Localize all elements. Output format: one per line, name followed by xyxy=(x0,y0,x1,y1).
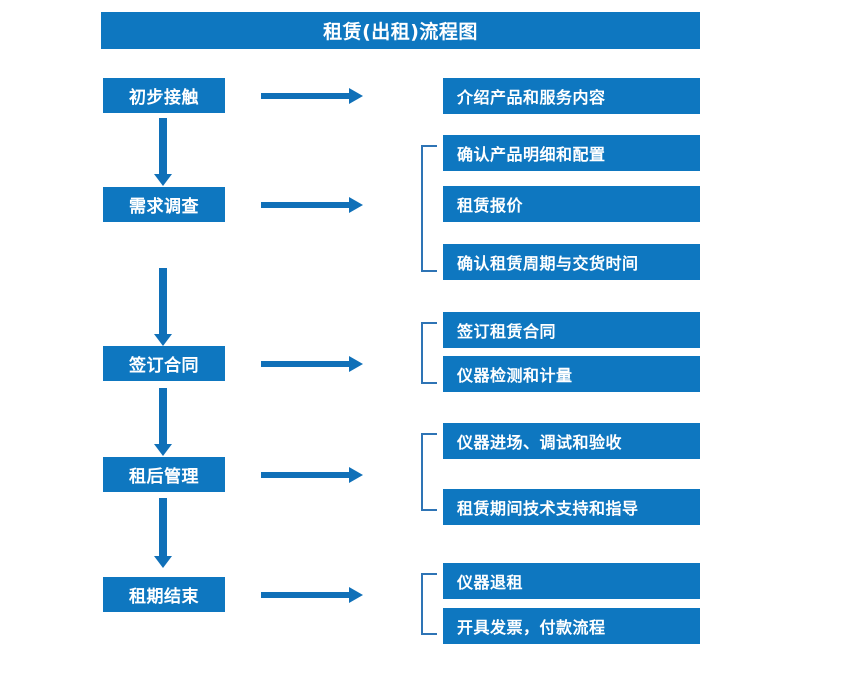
detail-box-g3-2[interactable]: 仪器检测和计量 xyxy=(443,356,700,392)
detail-box-g2-3[interactable]: 确认租赁周期与交货时间 xyxy=(443,244,700,280)
down-arrow-icon-2 xyxy=(153,268,173,346)
group-bracket-icon-4 xyxy=(421,433,437,511)
group-bracket-icon-3 xyxy=(421,322,437,384)
down-arrow-icon-1 xyxy=(153,118,173,186)
right-arrow-icon-4 xyxy=(261,466,363,484)
detail-box-g3-1[interactable]: 签订租赁合同 xyxy=(443,312,700,348)
right-arrow-icon-1 xyxy=(261,87,363,105)
stage-box-5[interactable]: 租期结束 xyxy=(103,577,225,612)
detail-box-g4-2[interactable]: 租赁期间技术支持和指导 xyxy=(443,489,700,525)
down-arrow-icon-4 xyxy=(153,498,173,568)
detail-box-g5-1[interactable]: 仪器退租 xyxy=(443,563,700,599)
stage-box-4[interactable]: 租后管理 xyxy=(103,457,225,492)
down-arrow-icon-3 xyxy=(153,388,173,456)
right-arrow-icon-5 xyxy=(261,586,363,604)
group-bracket-icon-2 xyxy=(421,145,437,272)
stage-box-3[interactable]: 签订合同 xyxy=(103,346,225,381)
right-arrow-icon-3 xyxy=(261,355,363,373)
detail-box-g5-2[interactable]: 开具发票，付款流程 xyxy=(443,608,700,644)
detail-box-g2-1[interactable]: 确认产品明细和配置 xyxy=(443,135,700,171)
stage-box-2[interactable]: 需求调查 xyxy=(103,187,225,222)
detail-box-g2-2[interactable]: 租赁报价 xyxy=(443,186,700,222)
right-arrow-icon-2 xyxy=(261,196,363,214)
group-bracket-icon-5 xyxy=(421,573,437,635)
page-title: 租赁(出租)流程图 xyxy=(101,12,700,49)
detail-box-g4-1[interactable]: 仪器进场、调试和验收 xyxy=(443,423,700,459)
detail-box-g1-1[interactable]: 介绍产品和服务内容 xyxy=(443,78,700,114)
stage-box-1[interactable]: 初步接触 xyxy=(103,78,225,113)
